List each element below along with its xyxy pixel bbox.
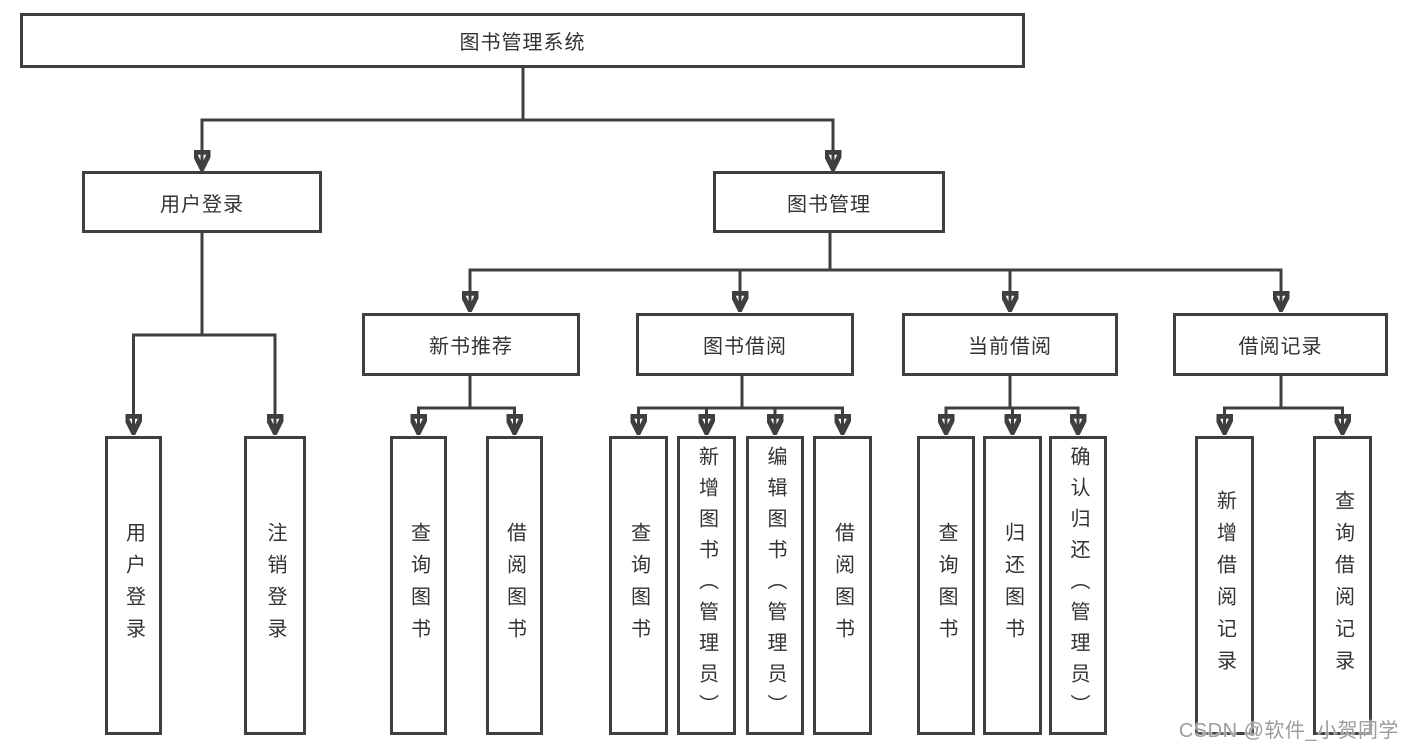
edge-book-borrow-children: [639, 374, 843, 432]
node-borrow-records: 借阅记录: [1173, 313, 1388, 376]
node-query-borrow-record: 查询借阅记录: [1313, 436, 1372, 735]
node-logout: 注销登录: [244, 436, 306, 735]
edge-book-mgmt-to-level3: [470, 231, 1281, 309]
edge-user-login-children: [134, 231, 276, 432]
node-library-system: 图书管理系统: [20, 13, 1025, 68]
node-edit-book-admin: 编辑图书（管理员）: [746, 436, 804, 735]
node-confirm-return-admin: 确认归还（管理员）: [1049, 436, 1107, 735]
node-borrow-books-2: 借阅图书: [813, 436, 872, 735]
edge-new-book-recommend-children: [419, 374, 515, 432]
edge-current-borrow-children: [946, 374, 1078, 432]
csdn-watermark: CSDN @软件_小贺同学: [1178, 720, 1399, 742]
node-borrow-books-1: 借阅图书: [486, 436, 543, 735]
node-new-book-recommend: 新书推荐: [362, 313, 580, 376]
node-query-books-1: 查询图书: [390, 436, 447, 735]
node-add-book-admin: 新增图书（管理员）: [677, 436, 736, 735]
node-return-book: 归还图书: [983, 436, 1042, 735]
node-current-borrow: 当前借阅: [902, 313, 1118, 376]
node-query-books-3: 查询图书: [917, 436, 975, 735]
node-user-login: 用户登录: [82, 171, 322, 233]
node-user-login-leaf: 用户登录: [105, 436, 162, 735]
edge-borrow-records-children: [1225, 374, 1343, 432]
node-query-books-2: 查询图书: [609, 436, 668, 735]
node-book-borrow: 图书借阅: [636, 313, 854, 376]
node-book-management: 图书管理: [713, 171, 945, 233]
node-add-borrow-record: 新增借阅记录: [1195, 436, 1254, 735]
edge-root-to-level2: [202, 67, 833, 168]
